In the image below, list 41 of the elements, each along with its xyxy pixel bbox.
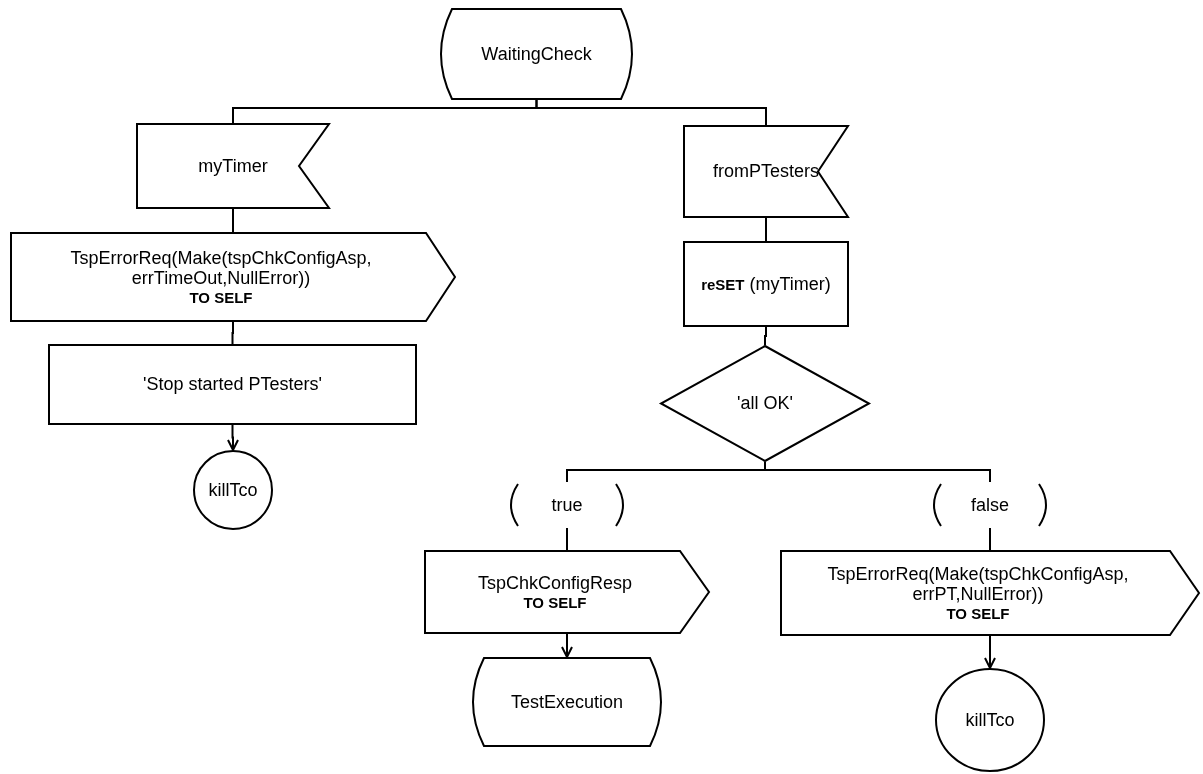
symbol-label: TestExecution	[510, 691, 624, 713]
task-box	[48, 344, 417, 425]
symbol-label: killTco	[965, 709, 1015, 731]
flow-line	[566, 527, 568, 551]
symbol-label: true	[551, 494, 583, 516]
arrow	[227, 424, 239, 451]
arrow	[984, 635, 996, 669]
symbol-label: TspErrorReq(Make(tspChkConfigAsp, errTimeOut,NullError))	[69, 247, 373, 290]
input-signal-symbol	[683, 125, 849, 218]
symbol-label: myTimer	[198, 155, 268, 177]
connector-circle	[193, 450, 273, 530]
decision-answer	[508, 482, 626, 528]
flow-line	[765, 217, 767, 242]
output-signal-symbol	[780, 550, 1200, 636]
input-signal-symbol	[136, 123, 330, 209]
symbol-label: TspChkConfigResp	[477, 573, 633, 594]
flow-line	[231, 321, 234, 345]
output-signal-symbol	[10, 232, 456, 322]
symbol-label: killTco	[208, 479, 258, 501]
decision-answer	[931, 482, 1049, 528]
symbol-label: WaitingCheck	[481, 43, 592, 65]
destination-label: TO SELF	[523, 593, 587, 611]
arrow	[561, 633, 573, 658]
state-symbol	[440, 8, 633, 100]
flow-line	[989, 527, 991, 551]
decision-diamond	[660, 345, 870, 462]
symbol-label: TspErrorReq(Make(tspChkConfigAsp, errPT,NullError))	[826, 563, 1130, 606]
flow-line	[535, 99, 767, 126]
symbol-label: 'all OK'	[737, 393, 793, 414]
flow-line	[764, 326, 767, 346]
state-symbol	[472, 657, 662, 747]
destination-label: TO SELF	[946, 605, 1010, 623]
connector-circle	[935, 668, 1045, 772]
task-box	[683, 241, 849, 327]
symbol-label: reSET (myTimer)	[701, 273, 831, 295]
output-signal-symbol	[424, 550, 710, 634]
symbol-label: 'Stop started PTesters'	[143, 374, 322, 395]
symbol-label: fromPTesters	[713, 161, 819, 182]
symbol-label: false	[971, 494, 1009, 516]
destination-label: TO SELF	[189, 289, 253, 307]
flow-line	[232, 208, 234, 233]
